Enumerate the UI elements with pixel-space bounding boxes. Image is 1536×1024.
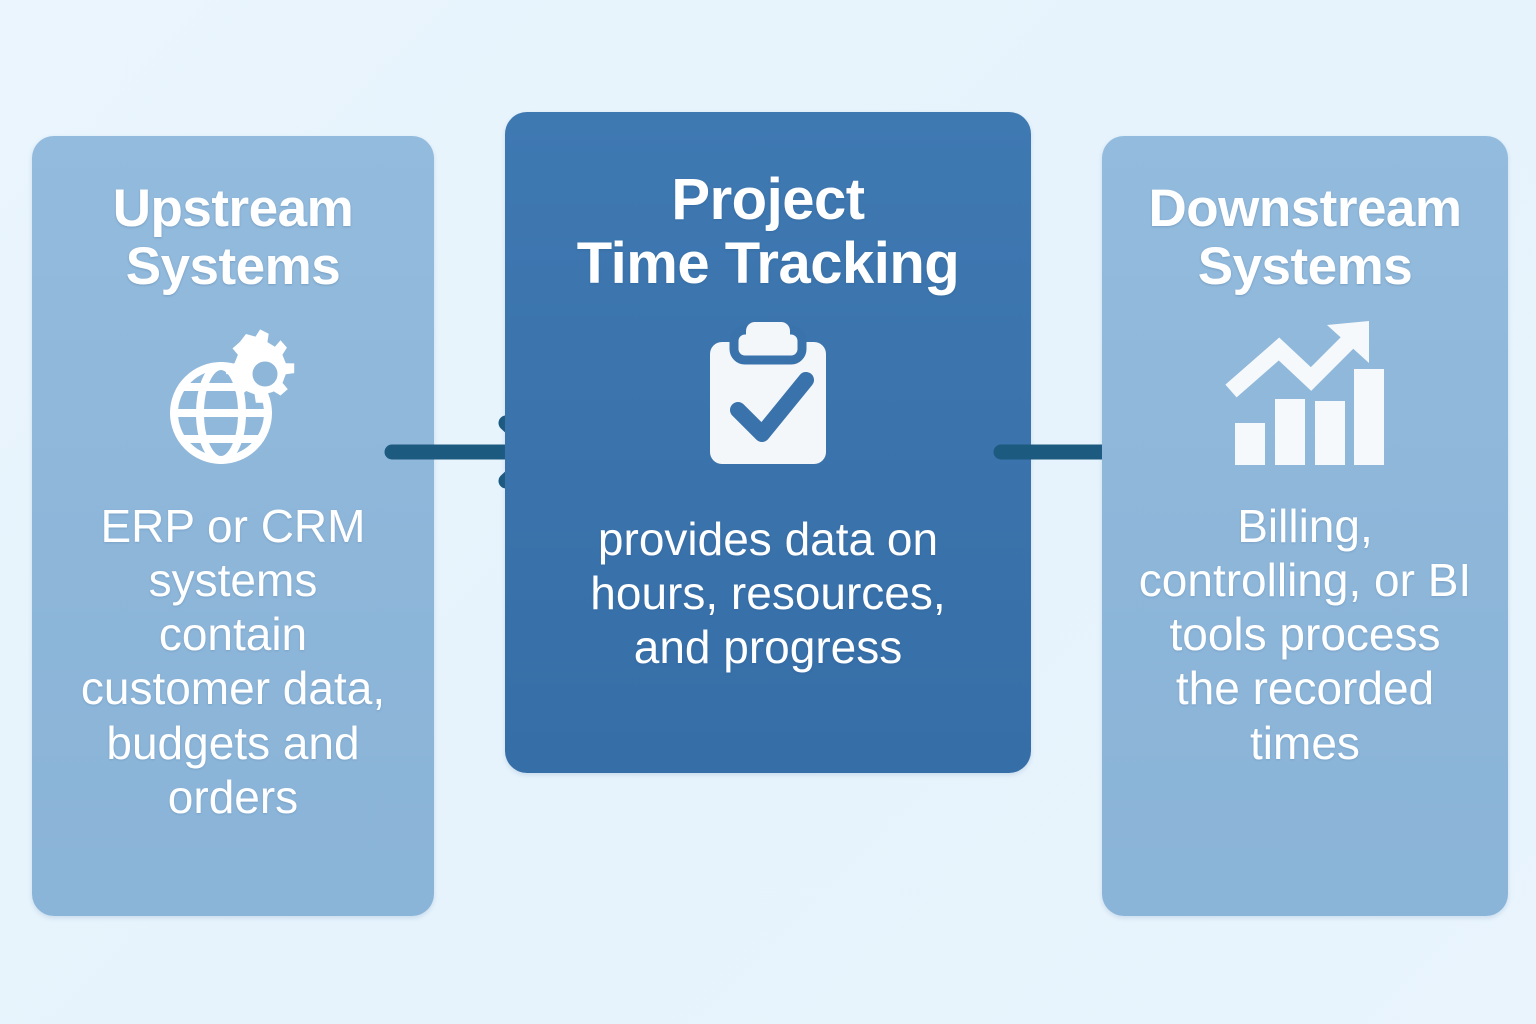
node-title-project-time-tracking: Project Time Tracking bbox=[576, 167, 960, 296]
node-body-downstream: Billing, controlling, or BI tools proces… bbox=[1138, 499, 1472, 769]
bar-chart-trend-icon bbox=[1223, 319, 1388, 471]
node-upstream-systems[interactable]: Upstream Systems ERP or CRM sy bbox=[32, 136, 434, 916]
node-body-upstream: ERP or CRM systems contain customer data… bbox=[80, 499, 386, 823]
node-project-time-tracking[interactable]: Project Time Tracking provides data on h… bbox=[505, 112, 1031, 773]
node-title-upstream: Upstream Systems bbox=[112, 179, 354, 297]
node-title-downstream: Downstream Systems bbox=[1148, 179, 1462, 297]
clipboard-check-icon bbox=[688, 318, 848, 478]
node-downstream-systems[interactable]: Downstream Systems Billing, controlling,… bbox=[1102, 136, 1508, 916]
node-body-project-time-tracking: provides data on hours, resources, and p… bbox=[590, 512, 946, 674]
globe-gear-icon bbox=[158, 321, 308, 471]
